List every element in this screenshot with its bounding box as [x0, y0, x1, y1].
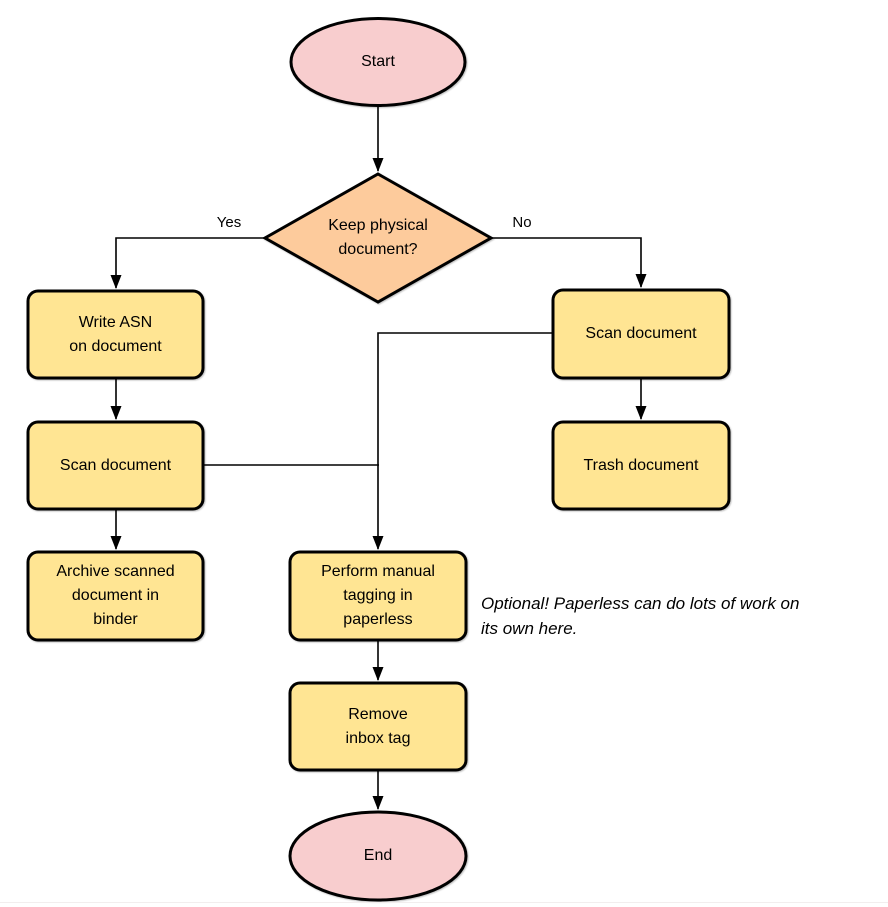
perform-tagging-process-shape	[288, 550, 468, 642]
decision-diamond-shape	[261, 172, 495, 304]
edge-decision-write-asn	[110, 237, 265, 289]
trash-process-shape	[551, 420, 731, 511]
edge-decision-scan-right	[491, 237, 647, 288]
edge-scan-right-perform-tagging	[372, 332, 553, 550]
start-terminator-shape	[289, 17, 467, 107]
archive-process-shape	[26, 550, 205, 642]
remove-inbox-process-shape	[288, 681, 468, 772]
scan-left-process-shape	[26, 420, 205, 511]
page-bottom-divider	[0, 902, 888, 903]
write-asn-process-shape	[26, 289, 205, 380]
scan-right-process-shape	[551, 288, 731, 380]
note-text: Optional! Paperless can do lots of work …	[481, 594, 800, 638]
end-terminator-shape	[288, 810, 468, 902]
